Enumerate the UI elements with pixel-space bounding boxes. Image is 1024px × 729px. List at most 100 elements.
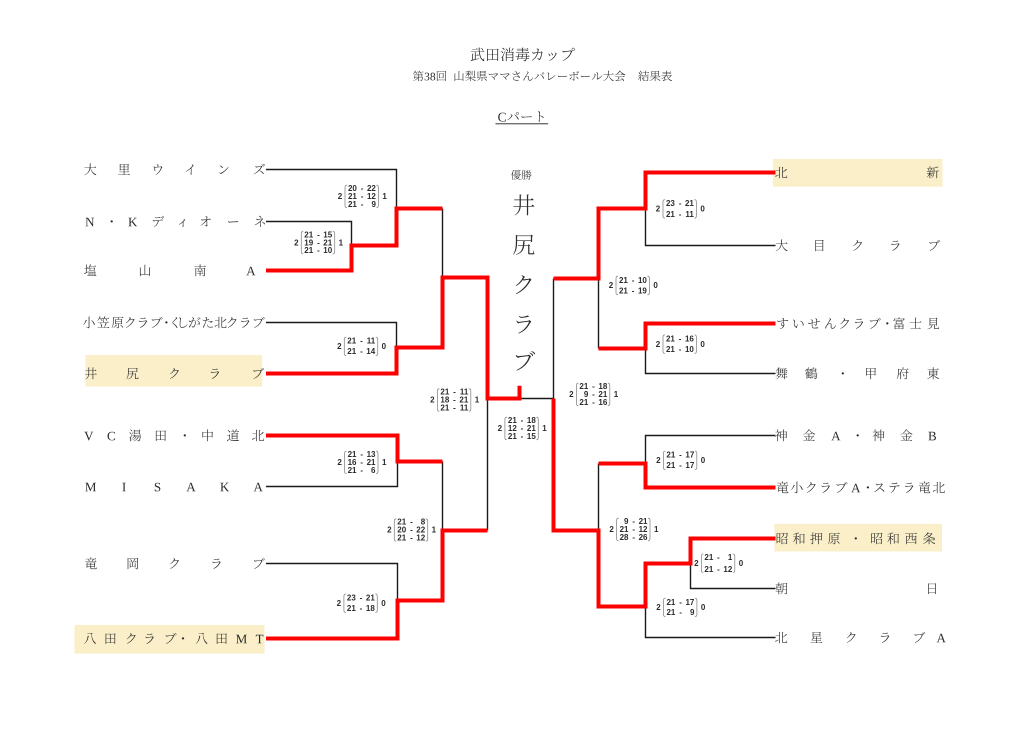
svg-text:21: 21 — [620, 525, 629, 534]
svg-text:9: 9 — [624, 517, 629, 526]
svg-text:2: 2 — [569, 390, 574, 399]
svg-text:11: 11 — [460, 388, 469, 397]
svg-text:23: 23 — [666, 199, 675, 208]
svg-text:1: 1 — [542, 424, 547, 433]
svg-text:18: 18 — [440, 396, 449, 405]
svg-text:0: 0 — [653, 281, 658, 290]
svg-text:15: 15 — [323, 230, 332, 239]
svg-text:1: 1 — [614, 390, 619, 399]
svg-text:21: 21 — [304, 246, 313, 255]
svg-text:21: 21 — [619, 276, 628, 285]
svg-text:21: 21 — [348, 450, 357, 459]
svg-text:-: - — [679, 199, 682, 208]
svg-text:-: - — [361, 200, 364, 209]
svg-text:-: - — [360, 594, 363, 603]
svg-text:1: 1 — [654, 525, 659, 534]
svg-text:18: 18 — [366, 604, 375, 613]
svg-text:12: 12 — [508, 424, 517, 433]
svg-text:21: 21 — [598, 390, 607, 399]
svg-text:21: 21 — [619, 286, 628, 295]
svg-text:21: 21 — [397, 518, 406, 527]
svg-text:2: 2 — [294, 238, 299, 247]
svg-text:28: 28 — [620, 533, 629, 542]
svg-text:6: 6 — [371, 466, 376, 475]
svg-text:-: - — [360, 458, 363, 467]
svg-text:19: 19 — [304, 238, 313, 247]
svg-text:21: 21 — [579, 382, 588, 391]
svg-text:21: 21 — [666, 345, 675, 354]
svg-text:13: 13 — [367, 450, 376, 459]
svg-text:10: 10 — [323, 246, 332, 255]
svg-text:-: - — [361, 184, 364, 193]
svg-text:16: 16 — [598, 398, 607, 407]
svg-text:21: 21 — [348, 192, 357, 201]
svg-text:10: 10 — [685, 345, 694, 354]
svg-text:-: - — [632, 517, 635, 526]
svg-text:21: 21 — [304, 230, 313, 239]
svg-text:-: - — [317, 230, 320, 239]
svg-text:0: 0 — [739, 559, 744, 568]
svg-text:21: 21 — [508, 432, 517, 441]
svg-text:2: 2 — [656, 603, 661, 612]
svg-text:18: 18 — [598, 382, 607, 391]
svg-text:8: 8 — [421, 518, 426, 527]
svg-text:15: 15 — [527, 432, 536, 441]
svg-text:21: 21 — [347, 604, 356, 613]
svg-text:-: - — [361, 192, 364, 201]
svg-text:-: - — [410, 526, 413, 535]
svg-text:21: 21 — [323, 238, 332, 247]
svg-text:-: - — [632, 286, 635, 295]
svg-text:9: 9 — [584, 390, 589, 399]
svg-text:2: 2 — [337, 599, 342, 608]
svg-text:21: 21 — [666, 598, 675, 607]
svg-text:21: 21 — [347, 347, 356, 356]
svg-text:21: 21 — [685, 199, 694, 208]
svg-text:2: 2 — [338, 192, 343, 201]
svg-text:0: 0 — [382, 342, 387, 351]
svg-text:1: 1 — [728, 553, 733, 562]
svg-text:2: 2 — [656, 204, 661, 213]
svg-text:21: 21 — [666, 335, 675, 344]
svg-text:-: - — [410, 518, 413, 527]
svg-text:17: 17 — [685, 451, 694, 460]
svg-text:21: 21 — [440, 404, 449, 413]
svg-text:17: 17 — [685, 461, 694, 470]
svg-text:-: - — [453, 396, 456, 405]
svg-text:21: 21 — [348, 466, 357, 475]
svg-text:10: 10 — [638, 276, 647, 285]
svg-text:-: - — [717, 565, 720, 574]
svg-text:-: - — [679, 461, 682, 470]
svg-text:-: - — [521, 432, 524, 441]
svg-text:-: - — [360, 347, 363, 356]
svg-text:-: - — [360, 466, 363, 475]
svg-text:-: - — [453, 404, 456, 413]
svg-text:-: - — [592, 390, 595, 399]
svg-text:26: 26 — [639, 533, 648, 542]
svg-text:0: 0 — [381, 599, 386, 608]
svg-text:1: 1 — [382, 192, 387, 201]
svg-text:20: 20 — [397, 526, 406, 535]
svg-text:0: 0 — [701, 456, 706, 465]
svg-text:12: 12 — [639, 525, 648, 534]
svg-text:21: 21 — [367, 458, 376, 467]
svg-text:2: 2 — [694, 559, 699, 568]
svg-text:-: - — [410, 534, 413, 543]
svg-text:0: 0 — [700, 340, 705, 349]
svg-text:21: 21 — [366, 594, 375, 603]
svg-text:21: 21 — [579, 398, 588, 407]
svg-text:-: - — [592, 382, 595, 391]
svg-text:-: - — [679, 451, 682, 460]
svg-text:1: 1 — [475, 396, 480, 405]
svg-text:9: 9 — [690, 608, 695, 617]
svg-text:21: 21 — [639, 517, 648, 526]
svg-text:12: 12 — [416, 534, 425, 543]
svg-text:17: 17 — [685, 598, 694, 607]
svg-text:-: - — [360, 337, 363, 346]
svg-text:2: 2 — [656, 340, 661, 349]
svg-text:21: 21 — [527, 424, 536, 433]
svg-text:-: - — [679, 598, 682, 607]
svg-text:-: - — [679, 335, 682, 344]
svg-text:21: 21 — [666, 210, 675, 219]
svg-text:16: 16 — [348, 458, 357, 467]
svg-text:11: 11 — [685, 210, 694, 219]
